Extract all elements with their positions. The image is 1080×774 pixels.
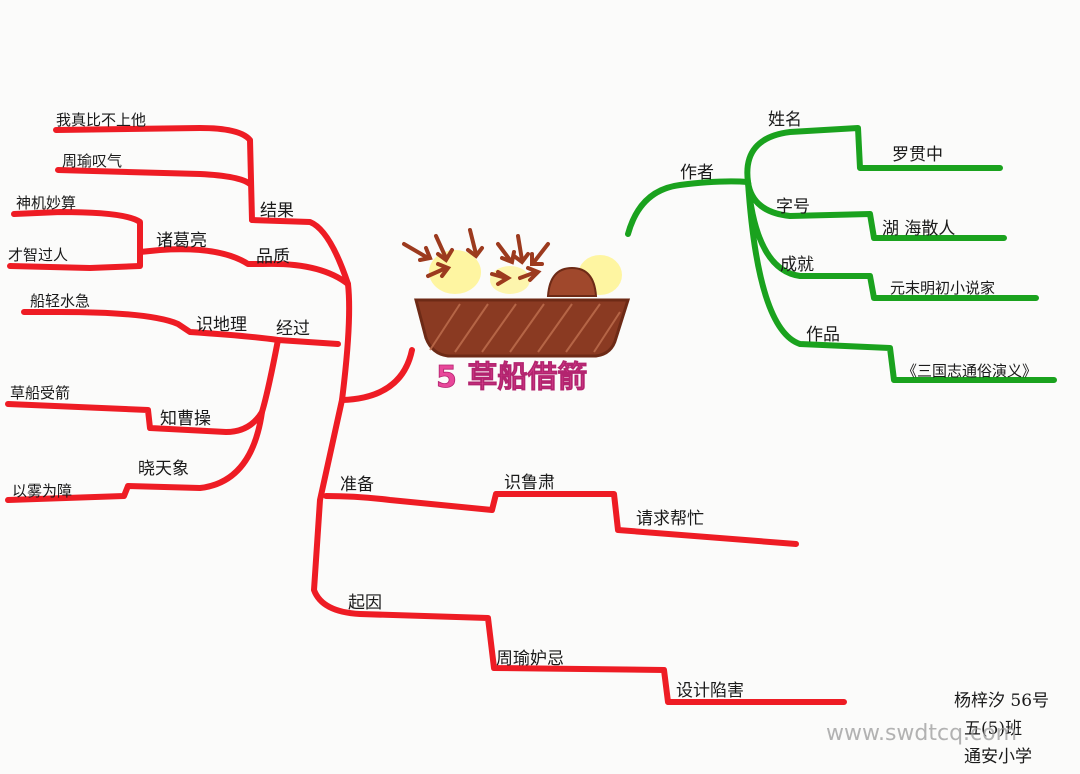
central-title: 5 草船借箭 [436,360,587,395]
achievement-label: 成就 [780,255,814,275]
central-image: 5 草船借箭 [402,228,631,395]
watermark: www.swdtcq.com [826,721,1017,746]
zhuge-liang-label: 诸葛亮 [156,231,207,251]
zhou-yu-jealous-label: 周瑜妒忌 [496,649,564,669]
geography-label: 识地理 [196,315,247,335]
result-label: 结果 [260,201,294,221]
geography-value: 船轻水急 [30,292,90,310]
name-value: 罗贯中 [892,145,943,165]
weather-label: 晓天象 [138,459,189,479]
lu-su-label: 识鲁肃 [504,473,555,493]
signature-line-1: 杨梓汐 56号 [954,691,1049,711]
signature-line-2: 五(5)班 [964,719,1022,739]
preparation-label: 准备 [340,475,374,495]
frame-label: 设计陷害 [676,681,744,701]
courtesy-name-label: 字号 [776,197,810,217]
courtesy-name-value: 湖 海散人 [882,219,955,239]
quality-item-1: 神机妙算 [16,194,76,212]
achievement-value: 元末明初小说家 [890,279,995,297]
result-item-2: 周瑜叹气 [62,152,122,170]
author-label: 作者 [680,163,714,183]
quality-label: 品质 [256,247,290,267]
result-item-1: 我真比不上他 [56,111,146,129]
cao-cao-value: 草船受箭 [10,384,70,402]
process-label: 经过 [276,319,310,339]
boat-icon [414,298,631,358]
ask-help-label: 请求帮忙 [636,509,704,529]
cause-label: 起因 [348,593,382,613]
author-branch: 作者 姓名 罗贯中 字号 湖 海散人 成就 元末明初小说家 作品 《三国志通俗演… [625,110,1057,383]
signature-line-3: 通安小学 [964,747,1032,767]
name-label: 姓名 [768,110,802,130]
works-value: 《三国志通俗演义》 [902,362,1037,380]
story-branches: 结果 我真比不上他 周瑜叹气 品质 诸葛亮 神机妙算 才智过人 经过 识地理 船… [5,111,847,705]
works-label: 作品 [806,325,840,345]
weather-value: 以雾为障 [12,482,72,500]
signature: 杨梓汐 56号 五(5)班 通安小学 [954,691,1049,767]
arrows-icon [402,228,550,286]
cao-cao-label: 知曹操 [160,409,211,429]
quality-item-2: 才智过人 [8,246,68,264]
